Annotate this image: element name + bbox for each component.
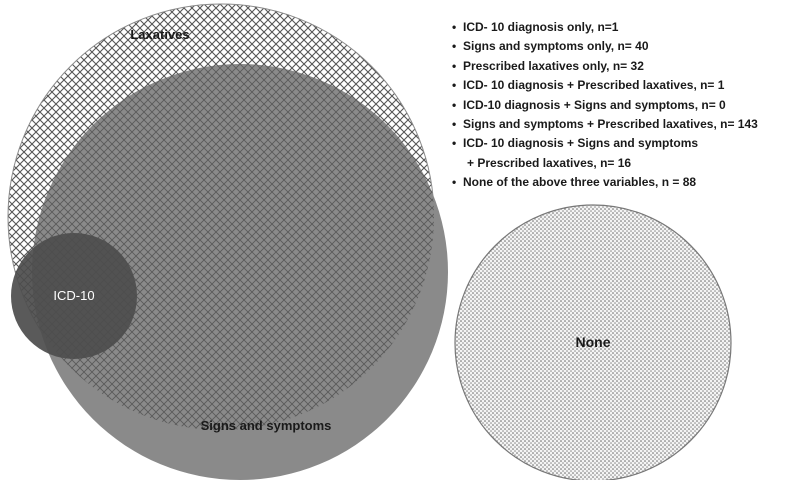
icd10-circle: [11, 233, 137, 359]
none-label: None: [576, 334, 611, 350]
icd10-label: ICD-10: [53, 288, 94, 303]
signs-and-symptoms-label: Signs and symptoms: [201, 418, 332, 433]
none-circle: [454, 204, 732, 480]
legend-item: ICD- 10 diagnosis + Prescribed laxatives…: [452, 76, 797, 96]
laxatives-label: Laxatives: [130, 27, 189, 42]
legend-item: ICD-10 diagnosis + Signs and symptoms, n…: [452, 96, 797, 116]
legend-item: ICD- 10 diagnosis only, n=1: [452, 18, 797, 38]
legend: ICD- 10 diagnosis only, n=1 Signs and sy…: [452, 18, 797, 193]
legend-item: Signs and symptoms only, n= 40: [452, 37, 797, 57]
legend-item-continuation: + Prescribed laxatives, n= 16: [467, 155, 632, 170]
legend-item: Signs and symptoms + Prescribed laxative…: [452, 115, 797, 135]
legend-item: Prescribed laxatives only, n= 32: [452, 57, 797, 77]
legend-item: ICD- 10 diagnosis + Signs and symptoms +…: [452, 134, 797, 173]
legend-item: None of the above three variables, n = 8…: [452, 173, 797, 193]
